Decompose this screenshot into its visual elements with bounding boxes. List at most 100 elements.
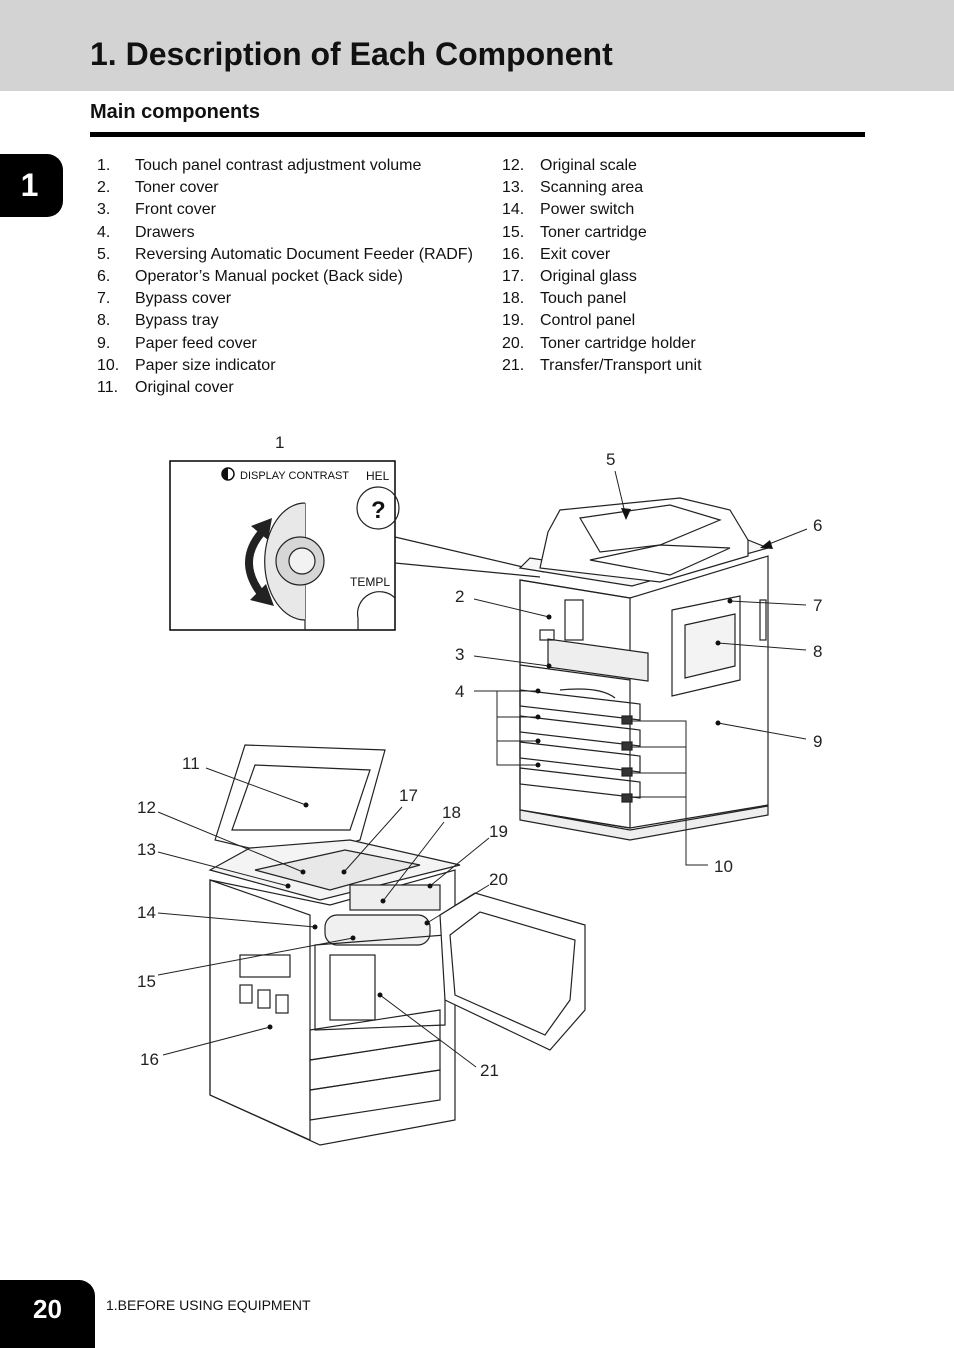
callout-5: 5 [606,450,615,469]
size-indicator-4 [621,793,633,803]
open-front-door-inner [449,911,576,1036]
item-number: 1. [97,157,111,174]
callout-8: 8 [813,642,822,661]
item-label: Paper feed cover [135,334,257,352]
page-title: 1. Description of Each Component [90,36,613,72]
list-item: 8.Bypass tray [97,310,497,332]
leader-dot-4a [535,688,541,694]
item-number: 17. [502,267,525,285]
list-item: 11. Original cover [97,377,497,399]
item-label: Touch panel [540,290,627,308]
leader-dot-16 [267,1024,273,1030]
footer-section-label: 1.BEFORE USING EQUIPMENT [106,1297,311,1313]
list-item: 19.Control panel [502,310,862,332]
control-panel-bottom [349,884,441,911]
callout-21: 21 [480,1061,499,1080]
callout-11: 11 [182,754,200,773]
radf [539,497,749,583]
list-item: 13. Scanning area [502,177,862,199]
leader-dot-19 [427,883,433,889]
list-item: 18. Touch panel [502,288,862,310]
leader-arrow-5 [621,508,631,520]
list-item: 5. Reversing Automatic Document Feeder (R… [97,244,497,266]
drawer-handle-1 [559,688,616,699]
list-item: 21.Transfer/Transport unit [502,355,862,377]
leader-dot-14 [312,924,318,930]
bypass-tray [684,613,736,679]
list-item: 12.Original scale [502,155,862,177]
drawer-1 [519,689,641,721]
rotate-arrow-head-bottom [250,584,274,606]
leader-dot-9 [715,720,721,726]
copier-top-front-face [519,579,631,829]
leader-4-branch [496,691,538,766]
contrast-dial-center [288,547,316,575]
item-label: Toner cartridge [540,223,647,241]
leader-dot-17 [341,869,347,875]
callout-18: 18 [442,803,461,822]
leader-8 [717,642,807,651]
size-indicator-1 [621,715,633,725]
leader-dot-7 [727,598,733,604]
item-label: Original scale [540,157,637,174]
toner-cover-window [564,599,584,641]
section-title: Main components [90,101,261,123]
callout-20: 20 [489,870,508,889]
callout-13: 13 [137,840,156,859]
original-cover-inner [231,764,371,831]
item-number: 3. [97,201,111,219]
item-number: 19. [502,312,525,330]
item-label: Reversing Automatic Document Feeder (RAD… [135,245,473,263]
leader-arrow-6 [760,540,773,549]
leader-10 [630,720,708,866]
callout-16: 16 [140,1050,159,1069]
leader-dot-15 [350,935,356,941]
leader-15 [157,937,354,976]
copier-top-body [519,555,769,829]
leader-dot-11 [303,802,309,808]
item-number: 8. [97,312,111,330]
item-number: 5. [97,245,111,263]
callout-7: 7 [813,596,822,615]
item-number: 4. [97,223,111,241]
item-label: Operator’s Manual pocket (Back side) [135,267,403,285]
leader-16 [162,1026,271,1056]
size-indicator-2 [621,741,633,751]
leader-13 [157,851,289,887]
callout-1: 1 [275,433,284,452]
rotate-arrow-head-top [251,518,272,540]
list-item: 15.Toner cartridge [502,222,862,244]
components-list-right: 12.Original scale 13.Scanning area 14.Po… [502,155,862,377]
item-label: Exit cover [540,245,611,263]
item-number: 16. [502,245,525,263]
callout-12: 12 [137,798,156,817]
item-number: 18. [502,290,525,308]
components-list-left: 1. Touch panel contrast adjustment volume… [97,155,497,399]
help-button-outline [356,486,400,530]
item-label: Scanning area [540,179,644,197]
leader-3 [473,655,550,667]
leader-dot-3 [546,663,552,669]
leader-9 [717,722,807,740]
callout-6: 6 [813,516,822,535]
item-number: 13. [502,179,525,197]
radf-tray [579,504,722,553]
exit-cover-vent-2 [257,989,271,1009]
list-item: 10.Paper size indicator [97,355,497,377]
drawer-b-3 [309,1069,441,1121]
item-label: Touch panel contrast adjustment volume [135,157,422,174]
drawer-2 [519,715,641,747]
header-band [0,0,954,91]
item-number: 11. [97,378,119,396]
item-label: Original cover [135,378,234,396]
list-item: 2.Toner cover [97,177,497,199]
list-item: 7.Bypass cover [97,288,497,310]
leader-12 [157,811,304,873]
item-number: 9. [97,334,111,352]
leader-21 [379,994,477,1068]
leader-dot-4d [535,762,541,768]
leader-20 [426,884,490,924]
contrast-icon-fill [222,468,228,480]
item-label: Toner cartridge holder [540,334,696,352]
